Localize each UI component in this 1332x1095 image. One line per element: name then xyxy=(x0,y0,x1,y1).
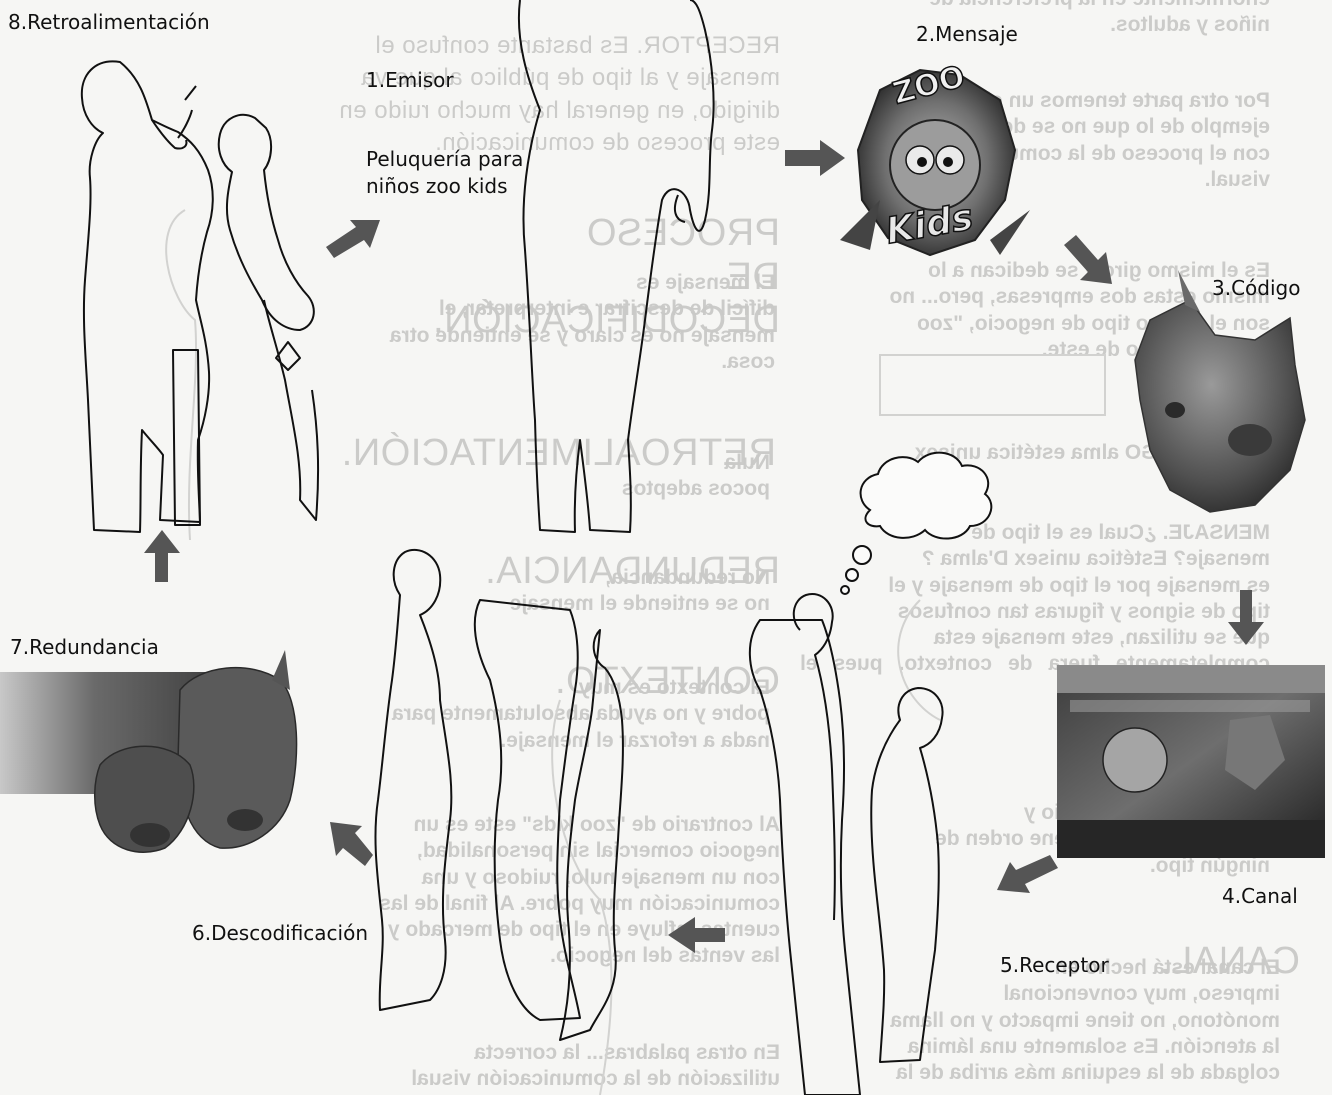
label-codigo: 3.Código xyxy=(1212,276,1300,300)
arrow-descodificacion-to-redundancia xyxy=(330,822,373,866)
thought-bubble xyxy=(841,453,991,594)
zoo-kids-logo: ZOO Kids xyxy=(840,59,1030,255)
rhino-head-sculpture xyxy=(1135,270,1305,512)
arrow-receptor-to-descodificacion xyxy=(668,917,725,953)
emisor-outline xyxy=(519,0,714,532)
arrow-canal-to-receptor xyxy=(997,855,1058,893)
label-emisor-subtitle: Peluquería para niños zoo kids xyxy=(366,146,523,200)
label-mensaje: 2.Mensaje xyxy=(916,22,1018,46)
redundancia-photo xyxy=(0,650,297,852)
arrow-redundancia-to-retroalimentacion xyxy=(144,530,180,582)
label-canal: 4.Canal xyxy=(1222,884,1298,908)
label-receptor: 5.Receptor xyxy=(1000,953,1109,977)
descodificacion-outline xyxy=(375,550,622,1040)
arrow-up-right xyxy=(326,220,380,258)
canal-photo xyxy=(1057,665,1325,858)
arrow-mensaje-to-codigo xyxy=(1064,235,1112,284)
receptor-outline xyxy=(750,594,943,1095)
ghost-outlines xyxy=(166,210,1105,1095)
hairdresser-outline xyxy=(82,61,213,532)
label-emisor: 1.Emisor xyxy=(366,68,454,92)
label-descodificacion: 6.Descodificación xyxy=(192,921,368,945)
arrow-emisor-to-mensaje xyxy=(785,140,845,176)
arrow-codigo-to-canal xyxy=(1228,590,1264,645)
label-retroalimentacion: 8.Retroalimentación xyxy=(8,10,210,34)
label-redundancia: 7.Redundancia xyxy=(10,635,159,659)
